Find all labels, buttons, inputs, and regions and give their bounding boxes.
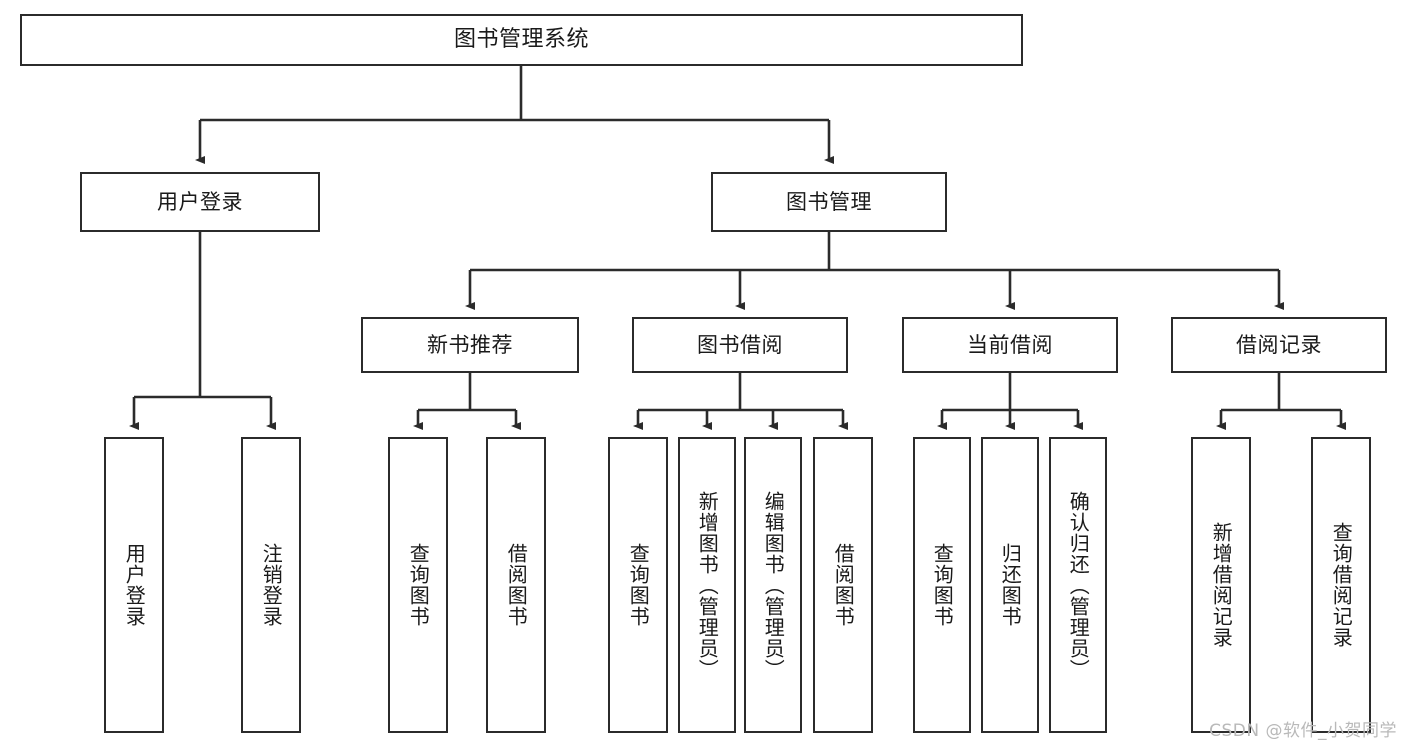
node-user-login-label: 用户登录 (157, 189, 243, 214)
node-leaf-query-book-cb[interactable]: 查询图书 (913, 437, 971, 733)
node-current-borrow-label: 当前借阅 (967, 332, 1053, 357)
node-leaf-edit-book[interactable]: 编辑图书（管理员） (744, 437, 802, 733)
node-leaf-borrow-book-bb[interactable]: 借阅图书 (813, 437, 873, 733)
node-leaf-query-book-cb-label: 查询图书 (930, 543, 955, 627)
node-leaf-add-book-label: 新增图书（管理员） (695, 490, 720, 680)
node-leaf-borrow-book-rec-label: 借阅图书 (504, 543, 529, 627)
node-borrow-record[interactable]: 借阅记录 (1171, 317, 1387, 373)
node-leaf-confirm-return-label: 确认归还（管理员） (1066, 490, 1091, 680)
node-leaf-logout-label: 注销登录 (259, 543, 284, 627)
node-leaf-add-book[interactable]: 新增图书（管理员） (678, 437, 736, 733)
node-leaf-query-record[interactable]: 查询借阅记录 (1311, 437, 1371, 733)
node-leaf-query-book-rec[interactable]: 查询图书 (388, 437, 448, 733)
node-leaf-user-login-label: 用户登录 (122, 543, 147, 627)
node-leaf-query-book-bb-label: 查询图书 (626, 543, 651, 627)
watermark: CSDN @软件_小贺同学 (1209, 721, 1397, 741)
node-new-book-rec[interactable]: 新书推荐 (361, 317, 579, 373)
node-leaf-borrow-book-rec[interactable]: 借阅图书 (486, 437, 546, 733)
node-current-borrow[interactable]: 当前借阅 (902, 317, 1118, 373)
node-leaf-borrow-book-bb-label: 借阅图书 (831, 543, 856, 627)
node-root-label: 图书管理系统 (453, 27, 589, 53)
node-leaf-confirm-return[interactable]: 确认归还（管理员） (1049, 437, 1107, 733)
node-leaf-logout[interactable]: 注销登录 (241, 437, 301, 733)
node-leaf-user-login[interactable]: 用户登录 (104, 437, 164, 733)
node-leaf-query-record-label: 查询借阅记录 (1329, 522, 1354, 648)
node-borrow-record-label: 借阅记录 (1236, 332, 1322, 357)
node-book-borrow[interactable]: 图书借阅 (632, 317, 848, 373)
node-new-book-rec-label: 新书推荐 (427, 332, 513, 357)
node-book-manage-label: 图书管理 (786, 189, 872, 214)
node-leaf-edit-book-label: 编辑图书（管理员） (761, 490, 786, 680)
node-root[interactable]: 图书管理系统 (20, 14, 1023, 66)
node-leaf-add-record[interactable]: 新增借阅记录 (1191, 437, 1251, 733)
node-user-login[interactable]: 用户登录 (80, 172, 320, 232)
node-book-borrow-label: 图书借阅 (697, 332, 783, 357)
node-leaf-return-book-label: 归还图书 (998, 543, 1023, 627)
node-leaf-query-book-rec-label: 查询图书 (406, 543, 431, 627)
node-book-manage[interactable]: 图书管理 (711, 172, 947, 232)
node-leaf-query-book-bb[interactable]: 查询图书 (608, 437, 668, 733)
node-leaf-add-record-label: 新增借阅记录 (1209, 522, 1234, 648)
node-leaf-return-book[interactable]: 归还图书 (981, 437, 1039, 733)
